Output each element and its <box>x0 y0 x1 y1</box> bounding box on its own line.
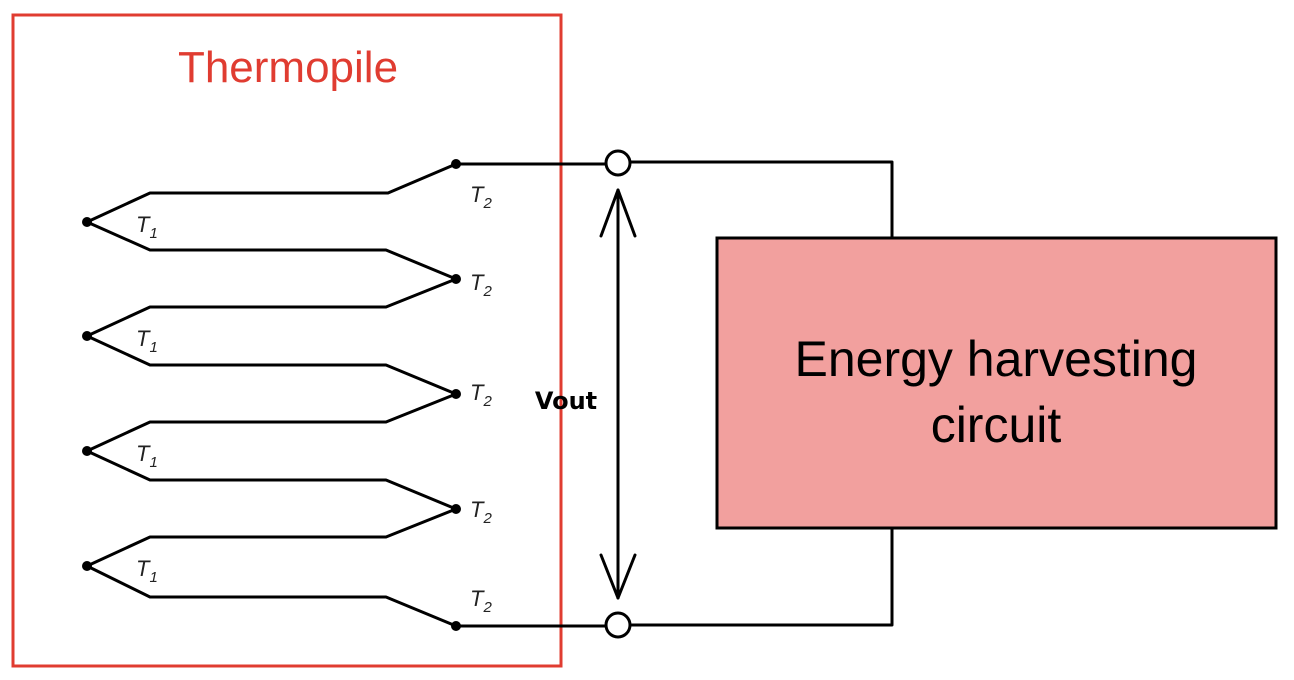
cold-junction-label: T1 <box>136 212 158 242</box>
circuit-label-line1: Energy harvesting <box>794 331 1197 387</box>
hot-junction-dot <box>451 504 461 514</box>
cold-junction-dot <box>82 217 92 227</box>
circuit-label-line2: circuit <box>931 397 1062 453</box>
thermopile-box <box>11 13 563 668</box>
hot-junction-label: T2 <box>470 182 492 212</box>
hot-junction-dot <box>451 274 461 284</box>
bottom-circuit-wire <box>628 526 894 627</box>
cold-junction-label: T1 <box>136 556 158 586</box>
positive-terminal <box>604 149 632 177</box>
hot-junction-label: T2 <box>470 380 492 410</box>
thermopile-title: Thermopile <box>178 43 398 92</box>
negative-terminal <box>604 611 632 639</box>
vout-label: Vout <box>535 387 597 415</box>
cold-junction-dot <box>82 561 92 571</box>
cold-junction-label: T1 <box>136 326 158 356</box>
hot-junction-dot <box>451 389 461 399</box>
hot-junction-label: T2 <box>470 586 492 616</box>
cold-junction-dot <box>82 331 92 341</box>
junction-dots <box>82 159 461 631</box>
cold-junction-labels: T1 T1 T1 T1 <box>136 212 158 586</box>
hot-junction-label: T2 <box>470 270 492 300</box>
top-circuit-wire <box>628 160 894 240</box>
hot-junction-labels: T2 T2 T2 T2 T2 <box>470 182 492 616</box>
cold-junction-dot <box>82 446 92 456</box>
vout-arrow <box>599 188 637 600</box>
output-wires <box>454 160 894 628</box>
hot-junction-label: T2 <box>470 497 492 527</box>
energy-harvesting-circuit-box <box>715 236 1278 530</box>
cold-junction-label: T1 <box>136 441 158 471</box>
